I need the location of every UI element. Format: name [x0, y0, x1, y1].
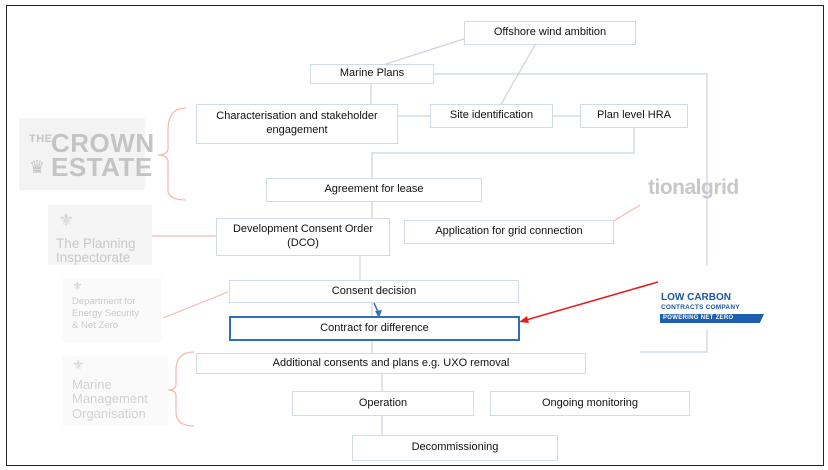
- mmo-line2: Management: [72, 391, 148, 407]
- planning-inspectorate-logo: ⚜ The Planning Inspectorate: [48, 205, 152, 265]
- node-site-identification: Site identification: [430, 104, 553, 128]
- lcc-line2: CONTRACTS COMPANY: [661, 304, 740, 311]
- desnz-line2: Energy Security: [72, 307, 140, 319]
- national-grid-logo: tionalgrid: [648, 176, 739, 199]
- crown-estate-the-text: THE: [29, 133, 53, 145]
- node-contract-for-difference: Contract for difference: [229, 316, 520, 341]
- mmo-line1: Marine: [72, 377, 112, 392]
- desnz-crest-icon: ⚜: [72, 279, 83, 293]
- desnz-name: Department for Energy Security & Net Zer…: [72, 296, 139, 332]
- low-carbon-contracts-logo: LOW CARBON CONTRACTS COMPANY POWERING NE…: [658, 265, 768, 330]
- node-consent-decision: Consent decision: [229, 280, 519, 303]
- desnz-logo: ⚜ Department for Energy Security & Net Z…: [62, 278, 162, 342]
- crown-estate-name2: ESTATE: [51, 152, 153, 182]
- lcc-banner: [660, 314, 764, 323]
- crown-estate-name1: CROWN: [51, 128, 155, 158]
- node-application-grid-connection: Application for grid connection: [404, 220, 614, 244]
- node-ongoing-monitoring: Ongoing monitoring: [490, 391, 690, 416]
- node-operation: Operation: [292, 391, 474, 416]
- crown-icon: ♛: [29, 157, 46, 177]
- planning-inspectorate-name: The Planning Inspectorate: [56, 236, 136, 266]
- node-dco: Development Consent Order (DCO): [216, 218, 390, 256]
- lcc-line1: LOW CARBON: [661, 292, 731, 303]
- mmo-name: Marine Management Organisation: [72, 377, 148, 421]
- desnz-line3: & Net Zero: [72, 319, 118, 331]
- node-offshore-wind-ambition: Offshore wind ambition: [464, 21, 636, 45]
- node-plan-level-hra: Plan level HRA: [580, 104, 688, 128]
- node-decommissioning: Decommissioning: [352, 435, 558, 461]
- desnz-line1: Department for: [72, 296, 136, 307]
- node-characterisation: Characterisation and stakeholder engagem…: [196, 104, 398, 144]
- planning-line1: The Planning: [56, 236, 136, 251]
- mmo-crest-icon: ⚜: [72, 357, 85, 373]
- node-additional-consents: Additional consents and plans e.g. UXO r…: [196, 353, 586, 374]
- node-agreement-for-lease: Agreement for lease: [266, 178, 482, 202]
- mmo-logo: ⚜ Marine Management Organisation: [62, 356, 168, 426]
- crown-estate-logo: THE CROWN ♛ ESTATE: [19, 118, 154, 190]
- royal-crest-icon: ⚜: [58, 210, 75, 230]
- planning-line2: Inspectorate: [56, 250, 131, 266]
- node-marine-plans: Marine Plans: [310, 64, 434, 84]
- lcc-line3: POWERING NET ZERO: [663, 315, 734, 321]
- mmo-line3: Organisation: [72, 405, 146, 421]
